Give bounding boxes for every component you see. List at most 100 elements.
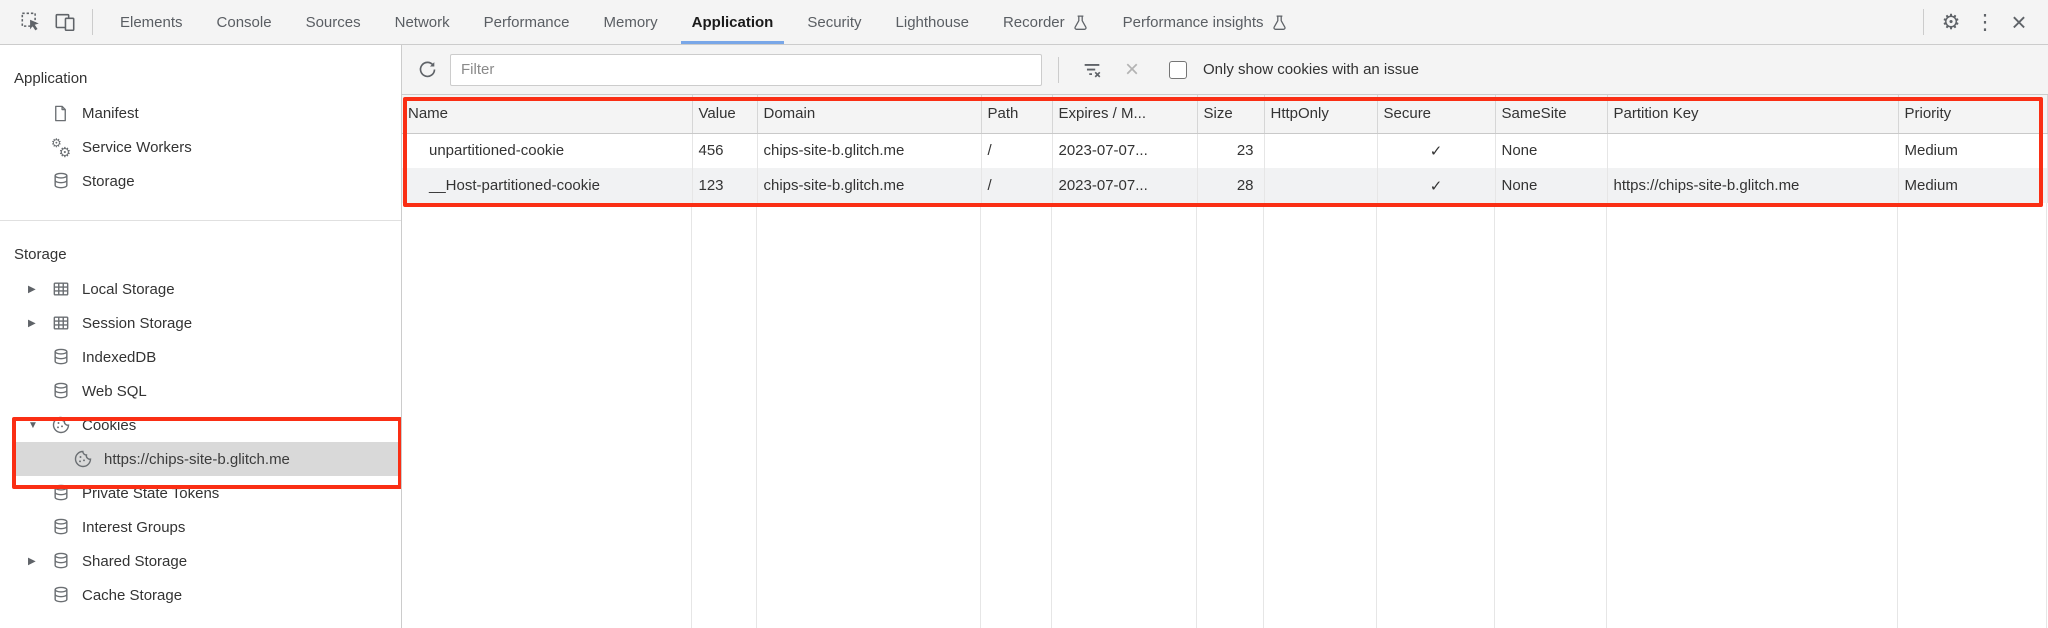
refresh-button[interactable]	[410, 53, 444, 87]
devtools-tab[interactable]: Elements	[103, 0, 200, 44]
delete-all-cookies-button[interactable]: ×	[1115, 53, 1149, 87]
item-icon	[50, 483, 71, 504]
column-header[interactable]: Path	[981, 95, 1053, 134]
column-header[interactable]: Secure	[1377, 95, 1496, 134]
devtools-tab[interactable]: Lighthouse	[879, 0, 986, 44]
item-icon	[50, 551, 71, 572]
cell-partition-key[interactable]	[1607, 133, 1899, 168]
tab-label: Console	[216, 13, 272, 31]
gear-icon: ⚙	[1941, 10, 1961, 34]
sidebar-tree-item[interactable]: ⚙⚙ Service Workers	[0, 130, 401, 164]
tree-item-label: Shared Storage	[82, 552, 188, 570]
disclosure-arrow-icon[interactable]: ▶	[28, 317, 36, 329]
issues-checkbox[interactable]	[1169, 60, 1187, 79]
column-header[interactable]: Expires / M...	[1052, 95, 1198, 134]
devtools-tab[interactable]: Performance insights	[1106, 0, 1305, 44]
cell-value[interactable]: 456	[692, 133, 758, 168]
cell-expires[interactable]: 2023-07-07...	[1052, 168, 1198, 203]
tab-label: Recorder	[1002, 13, 1065, 31]
cell-domain[interactable]: chips-site-b.glitch.me	[757, 168, 982, 203]
cookie-table-row[interactable]: unpartitioned-cookie 456 chips-site-b.gl…	[402, 133, 2048, 168]
sidebar-tree-item[interactable]: ▼ Cookies	[0, 408, 401, 442]
column-header[interactable]: Partition Key	[1607, 95, 1899, 134]
sidebar-tree-item[interactable]: ▶ Shared Storage	[0, 544, 401, 578]
column-header[interactable]: Domain	[757, 95, 982, 134]
close-devtools-button[interactable]: ×	[2002, 5, 2036, 39]
settings-button[interactable]: ⚙	[1934, 5, 1968, 39]
column-header[interactable]: Size	[1197, 95, 1265, 134]
sidebar-tree-item[interactable]: https://chips-site-b.glitch.me	[14, 442, 401, 476]
disclosure-arrow-icon[interactable]: ▶	[28, 283, 36, 295]
refresh-icon	[419, 61, 435, 78]
cell-value[interactable]: 123	[692, 168, 758, 203]
divider	[92, 9, 93, 35]
devtools-tab[interactable]: Network	[378, 0, 467, 44]
column-header[interactable]: Value	[692, 95, 758, 134]
cell-http-only[interactable]	[1264, 168, 1378, 203]
cell-http-only[interactable]	[1264, 133, 1378, 168]
cell-priority[interactable]: Medium	[1898, 133, 2048, 168]
divider	[1923, 9, 1924, 35]
section-title: Application	[14, 70, 88, 87]
cell-same-site[interactable]: None	[1495, 168, 1608, 203]
disclosure-arrow-icon[interactable]: ▶	[28, 555, 36, 567]
sidebar-tree-item[interactable]: Storage	[0, 164, 401, 198]
more-options-button[interactable]: ⋮	[1968, 5, 2002, 39]
sidebar-tree-item[interactable]: ▶ Local Storage	[0, 272, 401, 306]
cell-name[interactable]: unpartitioned-cookie	[402, 133, 693, 168]
sidebar-tree-item[interactable]: Web SQL	[0, 374, 401, 408]
item-icon	[50, 313, 71, 334]
column-header[interactable]: Priority	[1898, 95, 2048, 134]
tab-label: Lighthouse	[895, 13, 969, 31]
tab-label: Performance	[483, 13, 570, 31]
cell-partition-key[interactable]: https://chips-site-b.glitch.me	[1607, 168, 1899, 203]
devtools-tab[interactable]: Sources	[289, 0, 378, 44]
sidebar-tree-item[interactable]: ▶ Session Storage	[0, 306, 401, 340]
sidebar-tree-item[interactable]: IndexedDB	[0, 340, 401, 374]
filter-input[interactable]	[450, 53, 1042, 86]
cell-expires[interactable]: 2023-07-07...	[1052, 133, 1198, 168]
cookies-toolbar: × Only show cookies with an issue	[402, 45, 2048, 95]
cell-secure[interactable]: ✓	[1377, 168, 1496, 203]
toggle-device-toolbar-button[interactable]	[48, 5, 82, 39]
devtools-tab[interactable]: Console	[200, 0, 289, 44]
item-icon	[50, 171, 71, 192]
device-toolbar-icon	[55, 13, 75, 32]
sidebar-tree-item[interactable]: Private State Tokens	[0, 476, 401, 510]
cell-path[interactable]: /	[981, 133, 1053, 168]
sidebar-tree-item[interactable]: Cache Storage	[0, 578, 401, 612]
cell-name[interactable]: __Host-partitioned-cookie	[402, 168, 693, 203]
devtools-tab[interactable]: Security	[790, 0, 878, 44]
tab-label: Network	[394, 13, 450, 31]
column-header[interactable]: SameSite	[1495, 95, 1608, 134]
clear-filter-button[interactable]	[1075, 53, 1109, 87]
cookie-table-row[interactable]: __Host-partitioned-cookie 123 chips-site…	[402, 168, 2048, 203]
devtools-tab[interactable]: Application	[675, 0, 791, 44]
cell-domain[interactable]: chips-site-b.glitch.me	[757, 133, 982, 168]
cell-size[interactable]: 28	[1197, 168, 1265, 203]
sidebar-tree-item[interactable]: Interest Groups	[0, 510, 401, 544]
cell-size[interactable]: 23	[1197, 133, 1265, 168]
tree-item-label: https://chips-site-b.glitch.me	[104, 450, 290, 468]
tree-item-label: Cookies	[82, 416, 137, 434]
devtools-tab[interactable]: Memory	[587, 0, 675, 44]
kebab-icon: ⋮	[1974, 10, 1996, 34]
devtools-tab-bar: Elements Console Sources Network Perform…	[0, 0, 2048, 45]
column-header[interactable]: Name	[402, 95, 693, 134]
cell-secure[interactable]: ✓	[1377, 133, 1496, 168]
disclosure-arrow-icon[interactable]: ▼	[28, 419, 38, 431]
devtools-tab[interactable]: Performance	[467, 0, 587, 44]
item-icon	[50, 381, 71, 402]
section-items: ▶ Local Storage ▶ Session Storage Indexe…	[0, 272, 401, 612]
devtools-tab[interactable]: Recorder	[986, 0, 1106, 44]
cell-priority[interactable]: Medium	[1898, 168, 2048, 203]
inspect-element-button[interactable]	[14, 5, 48, 39]
tree-item-label: Manifest	[82, 104, 139, 122]
sidebar-tree-item[interactable]: Manifest	[0, 96, 401, 130]
close-icon: ×	[2011, 7, 2027, 37]
issues-checkbox-label: Only show cookies with an issue	[1203, 61, 1419, 78]
cell-same-site[interactable]: None	[1495, 133, 1608, 168]
item-icon	[50, 517, 71, 538]
column-header[interactable]: HttpOnly	[1264, 95, 1378, 134]
cell-path[interactable]: /	[981, 168, 1053, 203]
